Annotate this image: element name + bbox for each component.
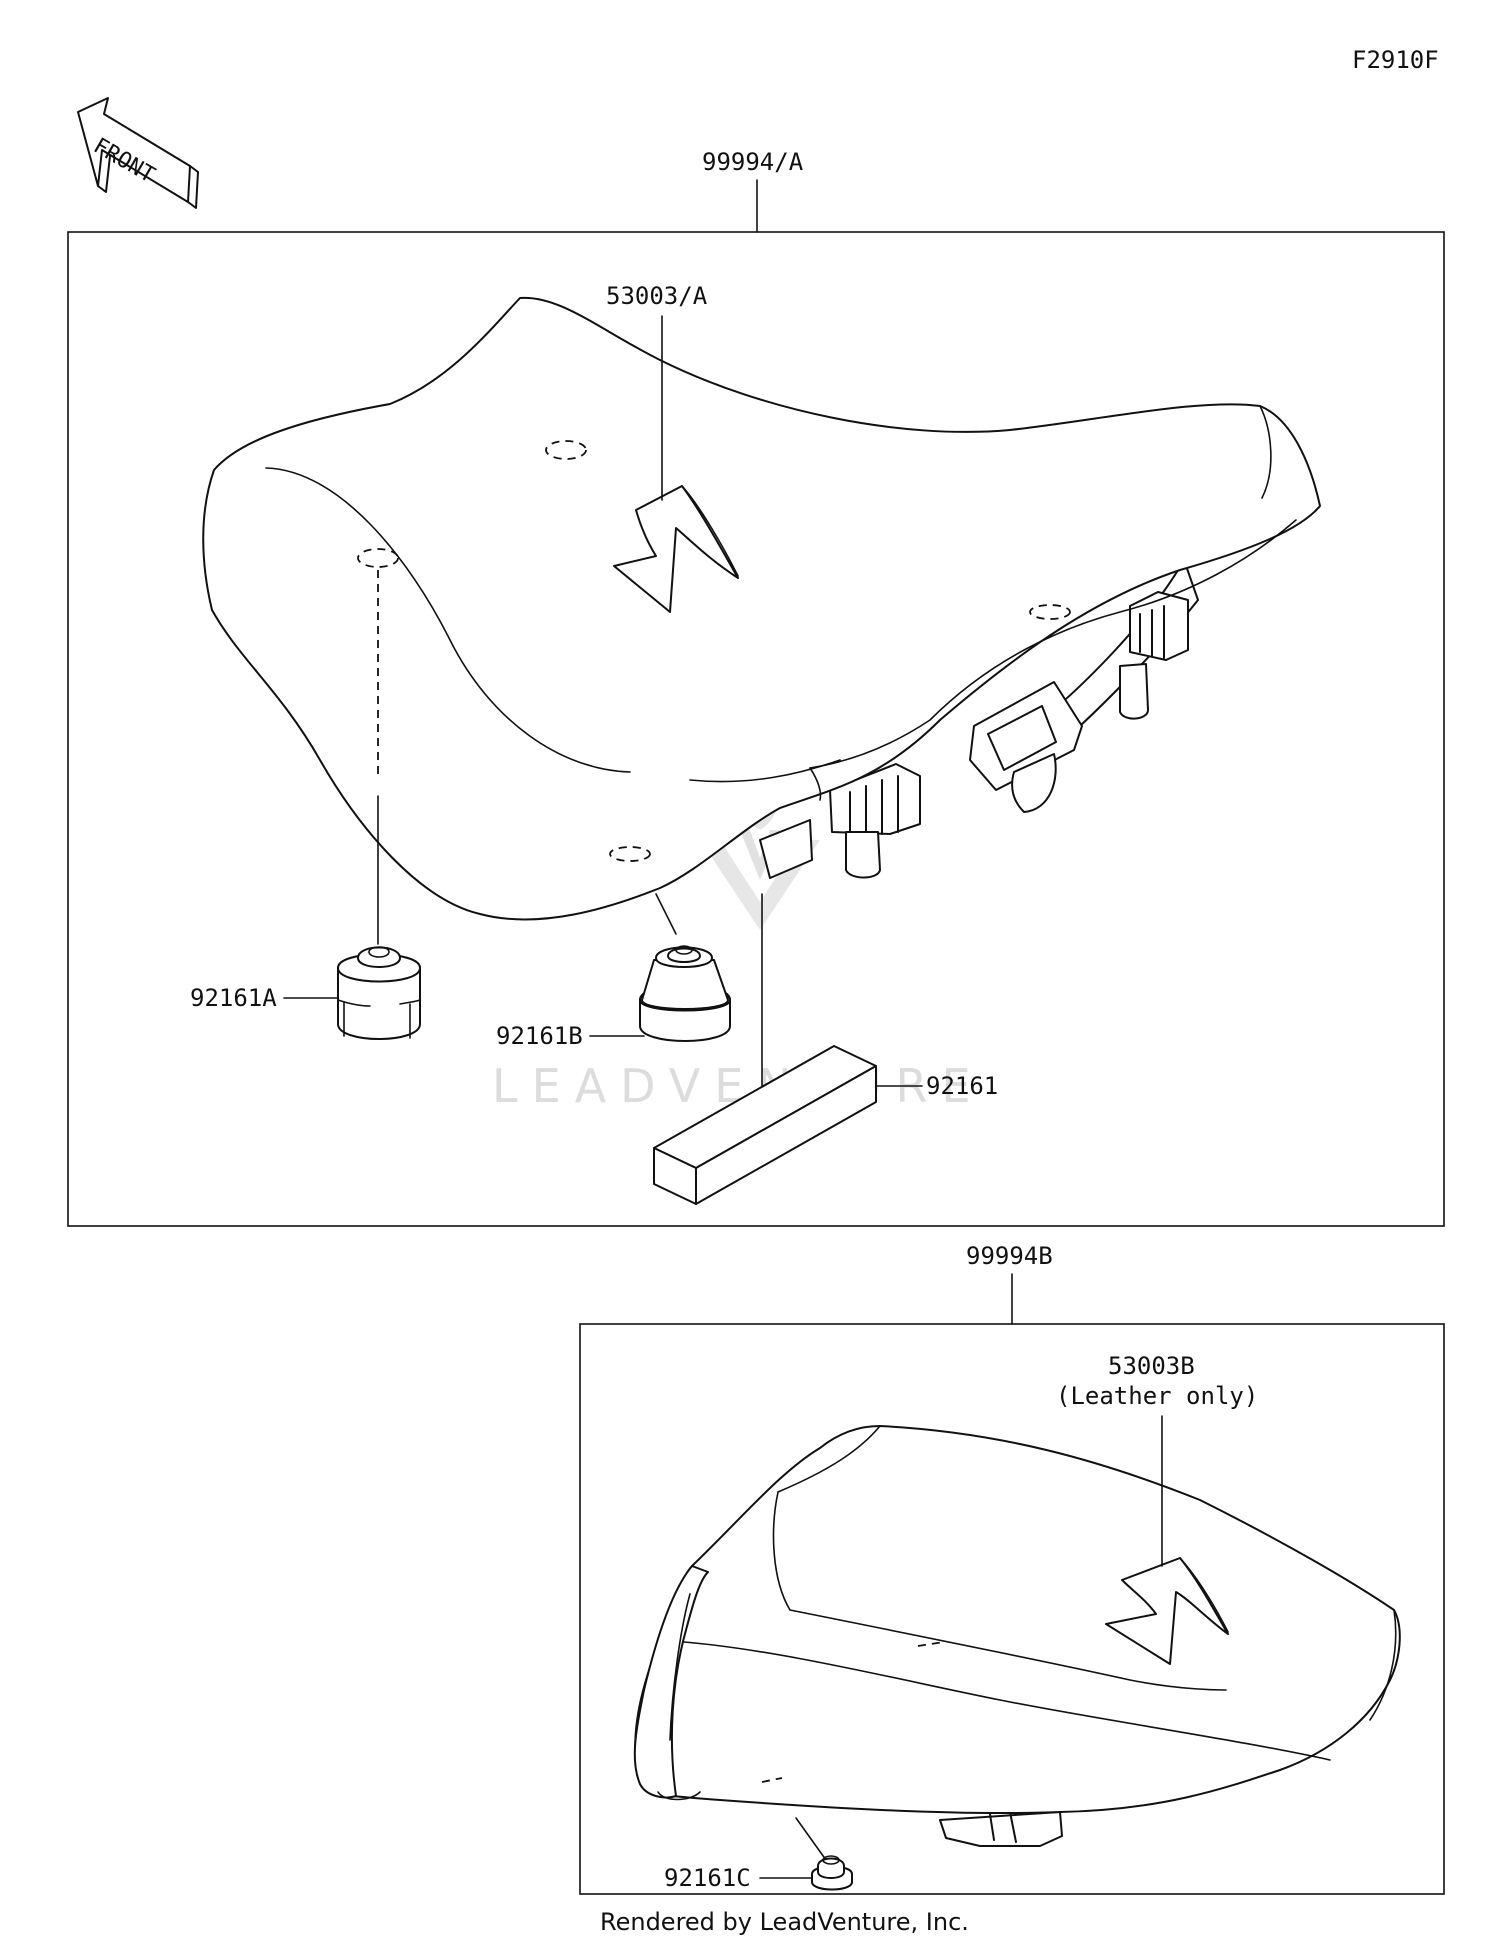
assembly-frame-99994b	[579, 1323, 1445, 1895]
rear-seat-drawing	[633, 1425, 1401, 1847]
front-arrow-icon: FRONT	[77, 97, 199, 209]
part-label-92161b: 92161B	[496, 1022, 583, 1050]
part-label-53003-a: 53003/A	[606, 282, 708, 310]
part-note-53003b: (Leather only)	[1056, 1382, 1258, 1410]
part-label-92161c: 92161C	[664, 1864, 751, 1892]
part-label-53003b: 53003B	[1108, 1352, 1195, 1380]
assembly-label-99994-a: 99994/A	[702, 148, 804, 176]
damper-92161c-drawing	[811, 1855, 853, 1891]
front-seat-drawing	[202, 296, 1321, 921]
assembly-frame-99994-a	[67, 231, 1445, 1227]
damper-92161b-drawing	[639, 945, 731, 1042]
part-label-92161: 92161	[926, 1072, 998, 1100]
leader-92161b-top	[655, 893, 677, 935]
damper-block-92161-drawing	[653, 1045, 877, 1205]
part-label-92161a: 92161A	[190, 984, 277, 1012]
damper-92161a-drawing	[337, 946, 421, 1040]
diagram-code: F2910F	[1352, 46, 1439, 74]
leader-92161c-top	[795, 1817, 827, 1861]
assembly-label-99994b: 99994B	[966, 1242, 1053, 1270]
footer-credit: Rendered by LeadVenture, Inc.	[600, 1908, 969, 1936]
